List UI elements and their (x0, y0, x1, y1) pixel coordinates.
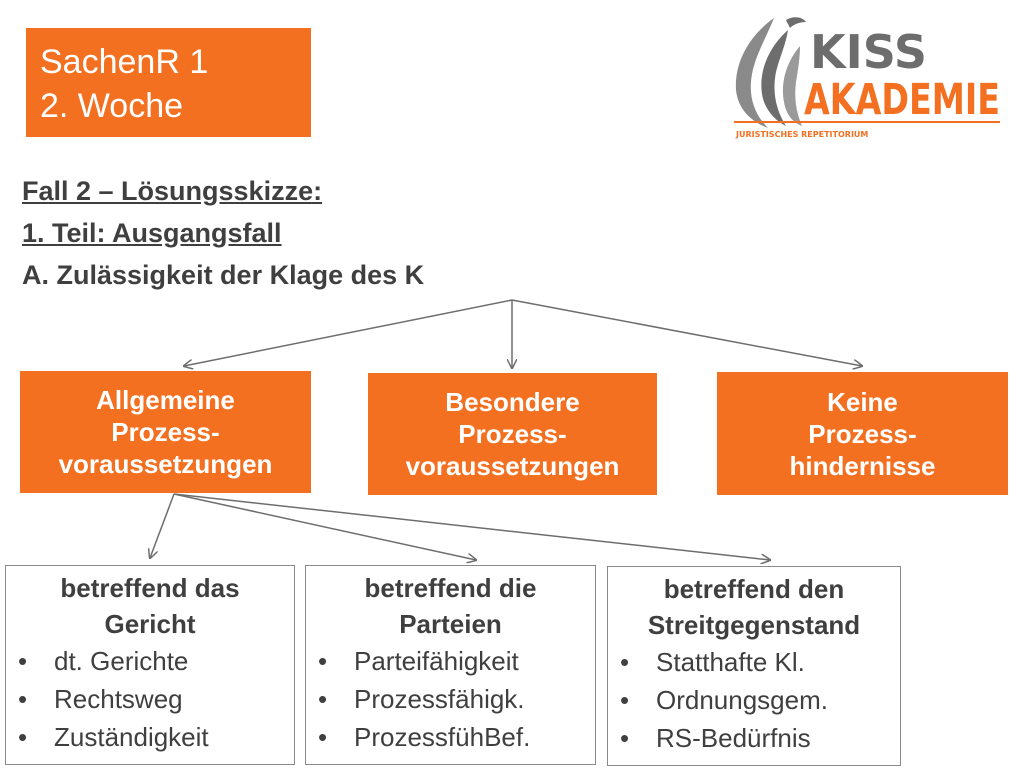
logo-word-kiss: KISS (810, 25, 927, 79)
box-line: voraussetzungen (405, 451, 620, 481)
list-item: Zuständigkeit (6, 718, 294, 756)
bullet-list: Parteifähigkeit Prozessfähigk. Prozessfü… (306, 642, 595, 756)
arrow-to-keine (511, 299, 862, 366)
list-item: ProzessfühBef. (306, 718, 595, 756)
list-item: Rechtsweg (6, 680, 294, 718)
box-besondere-prozessvoraussetzungen: Besondere Prozess- voraussetzungen (368, 373, 657, 495)
box-betreffend-parteien: betreffend die Parteien Parteifähigkeit … (305, 565, 596, 765)
box-line: Prozess- (458, 419, 567, 449)
feather-icon (735, 17, 806, 128)
box-heading: betreffend das (60, 573, 240, 603)
box-line: Allgemeine (96, 385, 235, 415)
list-item: RS-Bedürfnis (608, 719, 900, 757)
box-line: voraussetzungen (58, 449, 273, 479)
heading-line3: A. Zulässigkeit der Klage des K (22, 260, 425, 290)
box-heading: Streitgegenstand (647, 610, 861, 640)
slide-title-line2: 2. Woche (40, 87, 184, 125)
box-heading: Gericht (104, 609, 196, 639)
bullet-list: Statthafte Kl. Ordnungsgem. RS-Bedürfnis (608, 643, 900, 757)
list-item: dt. Gerichte (6, 642, 294, 680)
logo-tagline: JURISTISCHES REPETITORIUM (735, 130, 868, 139)
list-item: Parteifähigkeit (306, 642, 595, 680)
arrow-to-parteien (173, 493, 476, 560)
slide-title-line1: SachenR 1 (40, 43, 209, 81)
box-betreffend-gericht: betreffend das Gericht dt. Gerichte Rech… (5, 565, 295, 765)
arrow-to-gericht (150, 493, 175, 558)
box-line: Keine (827, 386, 898, 417)
logo-word-akademie: AKADEMIE (804, 75, 1000, 125)
heading-line2: 1. Teil: Ausgangsfall (22, 218, 282, 248)
arrow-to-allgemeine (184, 299, 513, 366)
box-line: hindernisse (789, 450, 936, 481)
heading-line1: Fall 2 – Lösungsskizze: (22, 176, 323, 206)
box-betreffend-streitgegenstand: betreffend den Streitgegenstand Statthaf… (607, 566, 901, 766)
list-item: Prozessfähigk. (306, 680, 595, 718)
arrow-to-streitgegenstand (173, 493, 770, 560)
box-line: Besondere (445, 387, 580, 417)
box-heading: Parteien (399, 609, 502, 639)
box-line: Prozess- (808, 418, 917, 449)
box-heading: betreffend den (663, 574, 845, 604)
slide-title-box: SachenR 1 2. Woche (26, 28, 311, 137)
box-keine-prozesshindernisse: Keine Prozess- hindernisse (717, 372, 1008, 495)
box-line: Prozess- (111, 417, 220, 447)
slide-heading: Fall 2 – Lösungsskizze: 1. Teil: Ausgang… (22, 170, 424, 296)
kiss-akademie-logo: KISS AKADEMIE JURISTISCHES REPETITORIUM (734, 17, 1000, 139)
bullet-list: dt. Gerichte Rechtsweg Zuständigkeit (6, 642, 294, 756)
list-item: Ordnungsgem. (608, 681, 900, 719)
box-heading: betreffend die (364, 573, 537, 603)
box-allgemeine-prozessvoraussetzungen: Allgemeine Prozess- voraussetzungen (20, 371, 311, 493)
list-item: Statthafte Kl. (608, 643, 900, 681)
